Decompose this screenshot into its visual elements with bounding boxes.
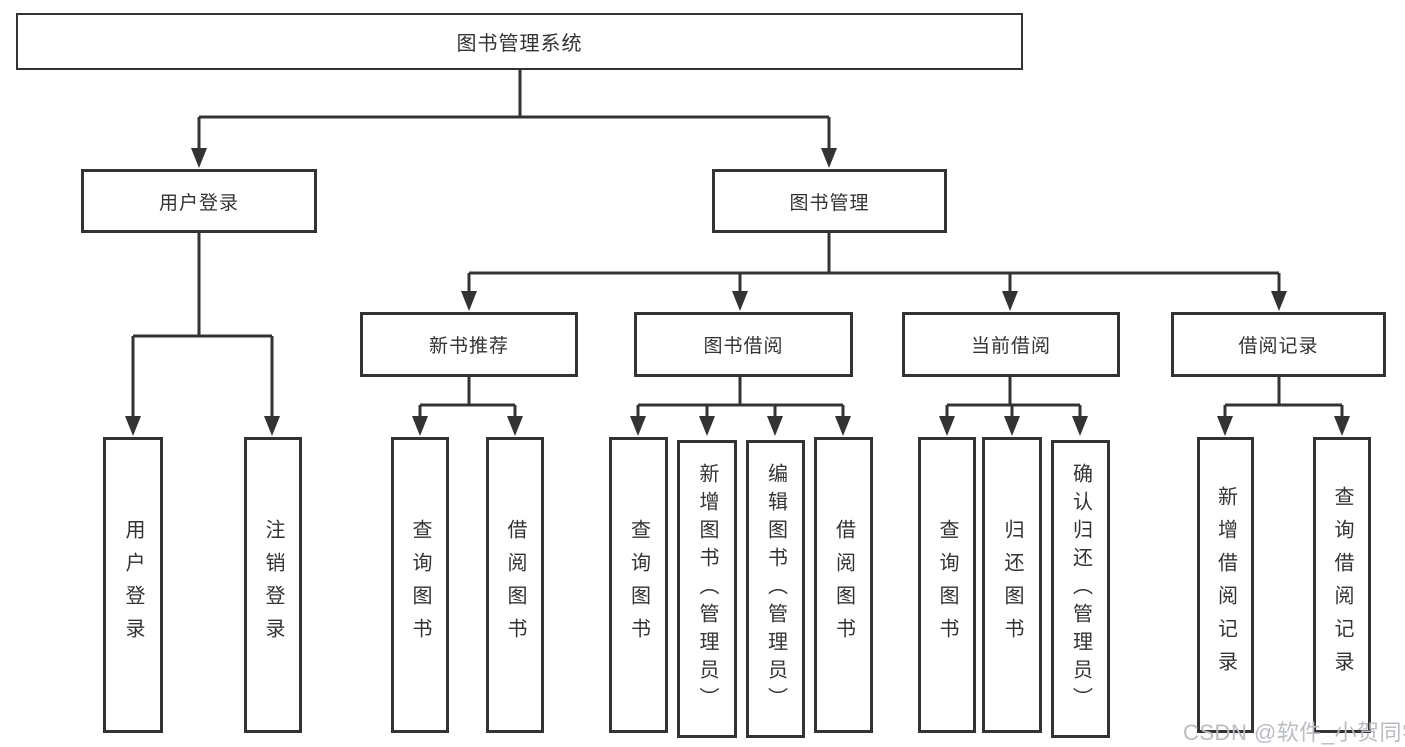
- node-leaf-logout: 注销登录: [244, 437, 302, 733]
- node-library-management-system: 图书管理系统: [16, 13, 1023, 70]
- node-user-login: 用户登录: [81, 169, 317, 233]
- csdn-watermark: CSDN @软件_小贺同学: [1183, 720, 1405, 745]
- node-label: 当前借阅: [970, 336, 1051, 357]
- node-label: 借阅图书: [832, 519, 855, 651]
- node-label: 图书借阅: [703, 336, 784, 357]
- node-label: 编辑图书（管理员）: [764, 463, 787, 715]
- node-leaf-borrow-books-recommend: 借阅图书: [486, 437, 544, 733]
- node-label: 注销登录: [262, 519, 284, 651]
- node-label: 查询图书: [409, 519, 431, 651]
- node-label: 查询借阅记录: [1331, 486, 1353, 684]
- node-leaf-query-books-borrowing: 查询图书: [609, 437, 668, 733]
- node-new-book-recommend: 新书推荐: [360, 312, 578, 377]
- node-book-management: 图书管理: [712, 169, 947, 233]
- node-label: 归还图书: [1001, 519, 1023, 651]
- node-label: 图书管理系统: [456, 33, 583, 55]
- node-label: 确认归还（管理员）: [1069, 463, 1092, 715]
- node-leaf-query-books-recommend: 查询图书: [391, 437, 449, 733]
- node-label: 查询图书: [627, 519, 650, 651]
- node-leaf-add-book-admin: 新增图书（管理员）: [677, 440, 737, 738]
- node-label: 图书管理: [789, 192, 870, 214]
- node-label: 新增借阅记录: [1214, 486, 1237, 684]
- node-label: 查询图书: [936, 519, 958, 651]
- node-leaf-user-login: 用户登录: [103, 437, 163, 733]
- node-label: 借阅图书: [504, 519, 526, 651]
- node-leaf-add-borrow-record: 新增借阅记录: [1197, 437, 1254, 733]
- node-leaf-confirm-return-admin: 确认归还（管理员）: [1051, 440, 1110, 738]
- node-leaf-query-books-current: 查询图书: [918, 437, 976, 733]
- node-current-borrowing: 当前借阅: [902, 312, 1120, 377]
- node-label: 新书推荐: [428, 336, 509, 357]
- node-book-borrowing: 图书借阅: [634, 312, 853, 377]
- node-leaf-borrow-books-borrowing: 借阅图书: [814, 437, 873, 733]
- node-leaf-return-books: 归还图书: [982, 437, 1042, 733]
- arrowheads: [125, 148, 1350, 436]
- node-borrowing-records: 借阅记录: [1171, 312, 1386, 377]
- node-label: 用户登录: [158, 192, 239, 214]
- node-leaf-query-borrow-record: 查询借阅记录: [1313, 437, 1371, 733]
- node-label: 用户登录: [122, 519, 144, 651]
- node-leaf-edit-book-admin: 编辑图书（管理员）: [746, 440, 805, 738]
- node-label: 借阅记录: [1238, 336, 1319, 357]
- node-label: 新增图书（管理员）: [696, 463, 718, 715]
